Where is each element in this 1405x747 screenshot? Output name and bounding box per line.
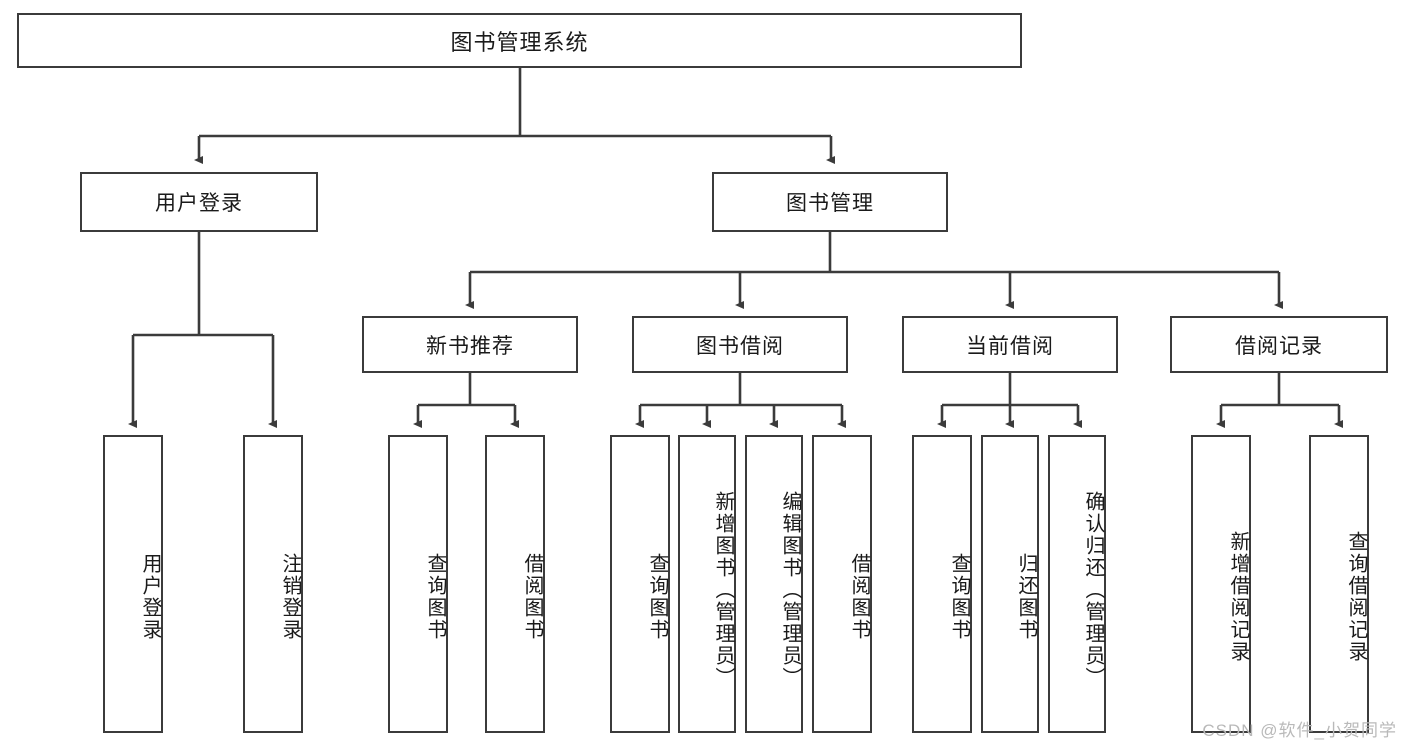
leaf-current-return-book[interactable]: 归还图书 xyxy=(981,435,1039,733)
leaf-records-query-record[interactable]: 查询借阅记录 xyxy=(1309,435,1369,733)
leaf-label: 查询图书 xyxy=(646,553,668,641)
leaf-records-add-record[interactable]: 新增借阅记录 xyxy=(1191,435,1251,733)
node-book-management[interactable]: 图书管理 xyxy=(712,172,948,232)
leaf-label: 确认归还（管理员） xyxy=(1082,491,1104,689)
leaf-new-book-query[interactable]: 查询图书 xyxy=(388,435,448,733)
leaf-borrow-query-book[interactable]: 查询图书 xyxy=(610,435,670,733)
node-user-login[interactable]: 用户登录 xyxy=(80,172,318,232)
node-current-borrow[interactable]: 当前借阅 xyxy=(902,316,1118,373)
leaf-borrow-borrow-book[interactable]: 借阅图书 xyxy=(812,435,872,733)
leaf-label: 编辑图书（管理员） xyxy=(779,491,801,689)
node-new-book-recommend[interactable]: 新书推荐 xyxy=(362,316,578,373)
leaf-new-book-borrow[interactable]: 借阅图书 xyxy=(485,435,545,733)
leaf-borrow-add-book-admin[interactable]: 新增图书（管理员） xyxy=(678,435,736,733)
leaf-label: 注销登录 xyxy=(279,553,301,641)
leaf-label: 新增借阅记录 xyxy=(1227,531,1249,663)
leaf-borrow-edit-book-admin[interactable]: 编辑图书（管理员） xyxy=(745,435,803,733)
leaf-label: 新增图书（管理员） xyxy=(712,491,734,689)
node-borrow-records[interactable]: 借阅记录 xyxy=(1170,316,1388,373)
leaf-user-login-logout[interactable]: 注销登录 xyxy=(243,435,303,733)
leaf-label: 查询图书 xyxy=(948,553,970,641)
leaf-user-login-login[interactable]: 用户登录 xyxy=(103,435,163,733)
leaf-label: 借阅图书 xyxy=(521,553,543,641)
node-book-borrow[interactable]: 图书借阅 xyxy=(632,316,848,373)
leaf-label: 查询借阅记录 xyxy=(1345,531,1367,663)
leaf-current-query-book[interactable]: 查询图书 xyxy=(912,435,972,733)
leaf-label: 查询图书 xyxy=(424,553,446,641)
leaf-label: 用户登录 xyxy=(139,553,161,641)
leaf-label: 借阅图书 xyxy=(848,553,870,641)
node-root-system[interactable]: 图书管理系统 xyxy=(17,13,1022,68)
leaf-label: 归还图书 xyxy=(1015,553,1037,641)
leaf-current-confirm-return-admin[interactable]: 确认归还（管理员） xyxy=(1048,435,1106,733)
